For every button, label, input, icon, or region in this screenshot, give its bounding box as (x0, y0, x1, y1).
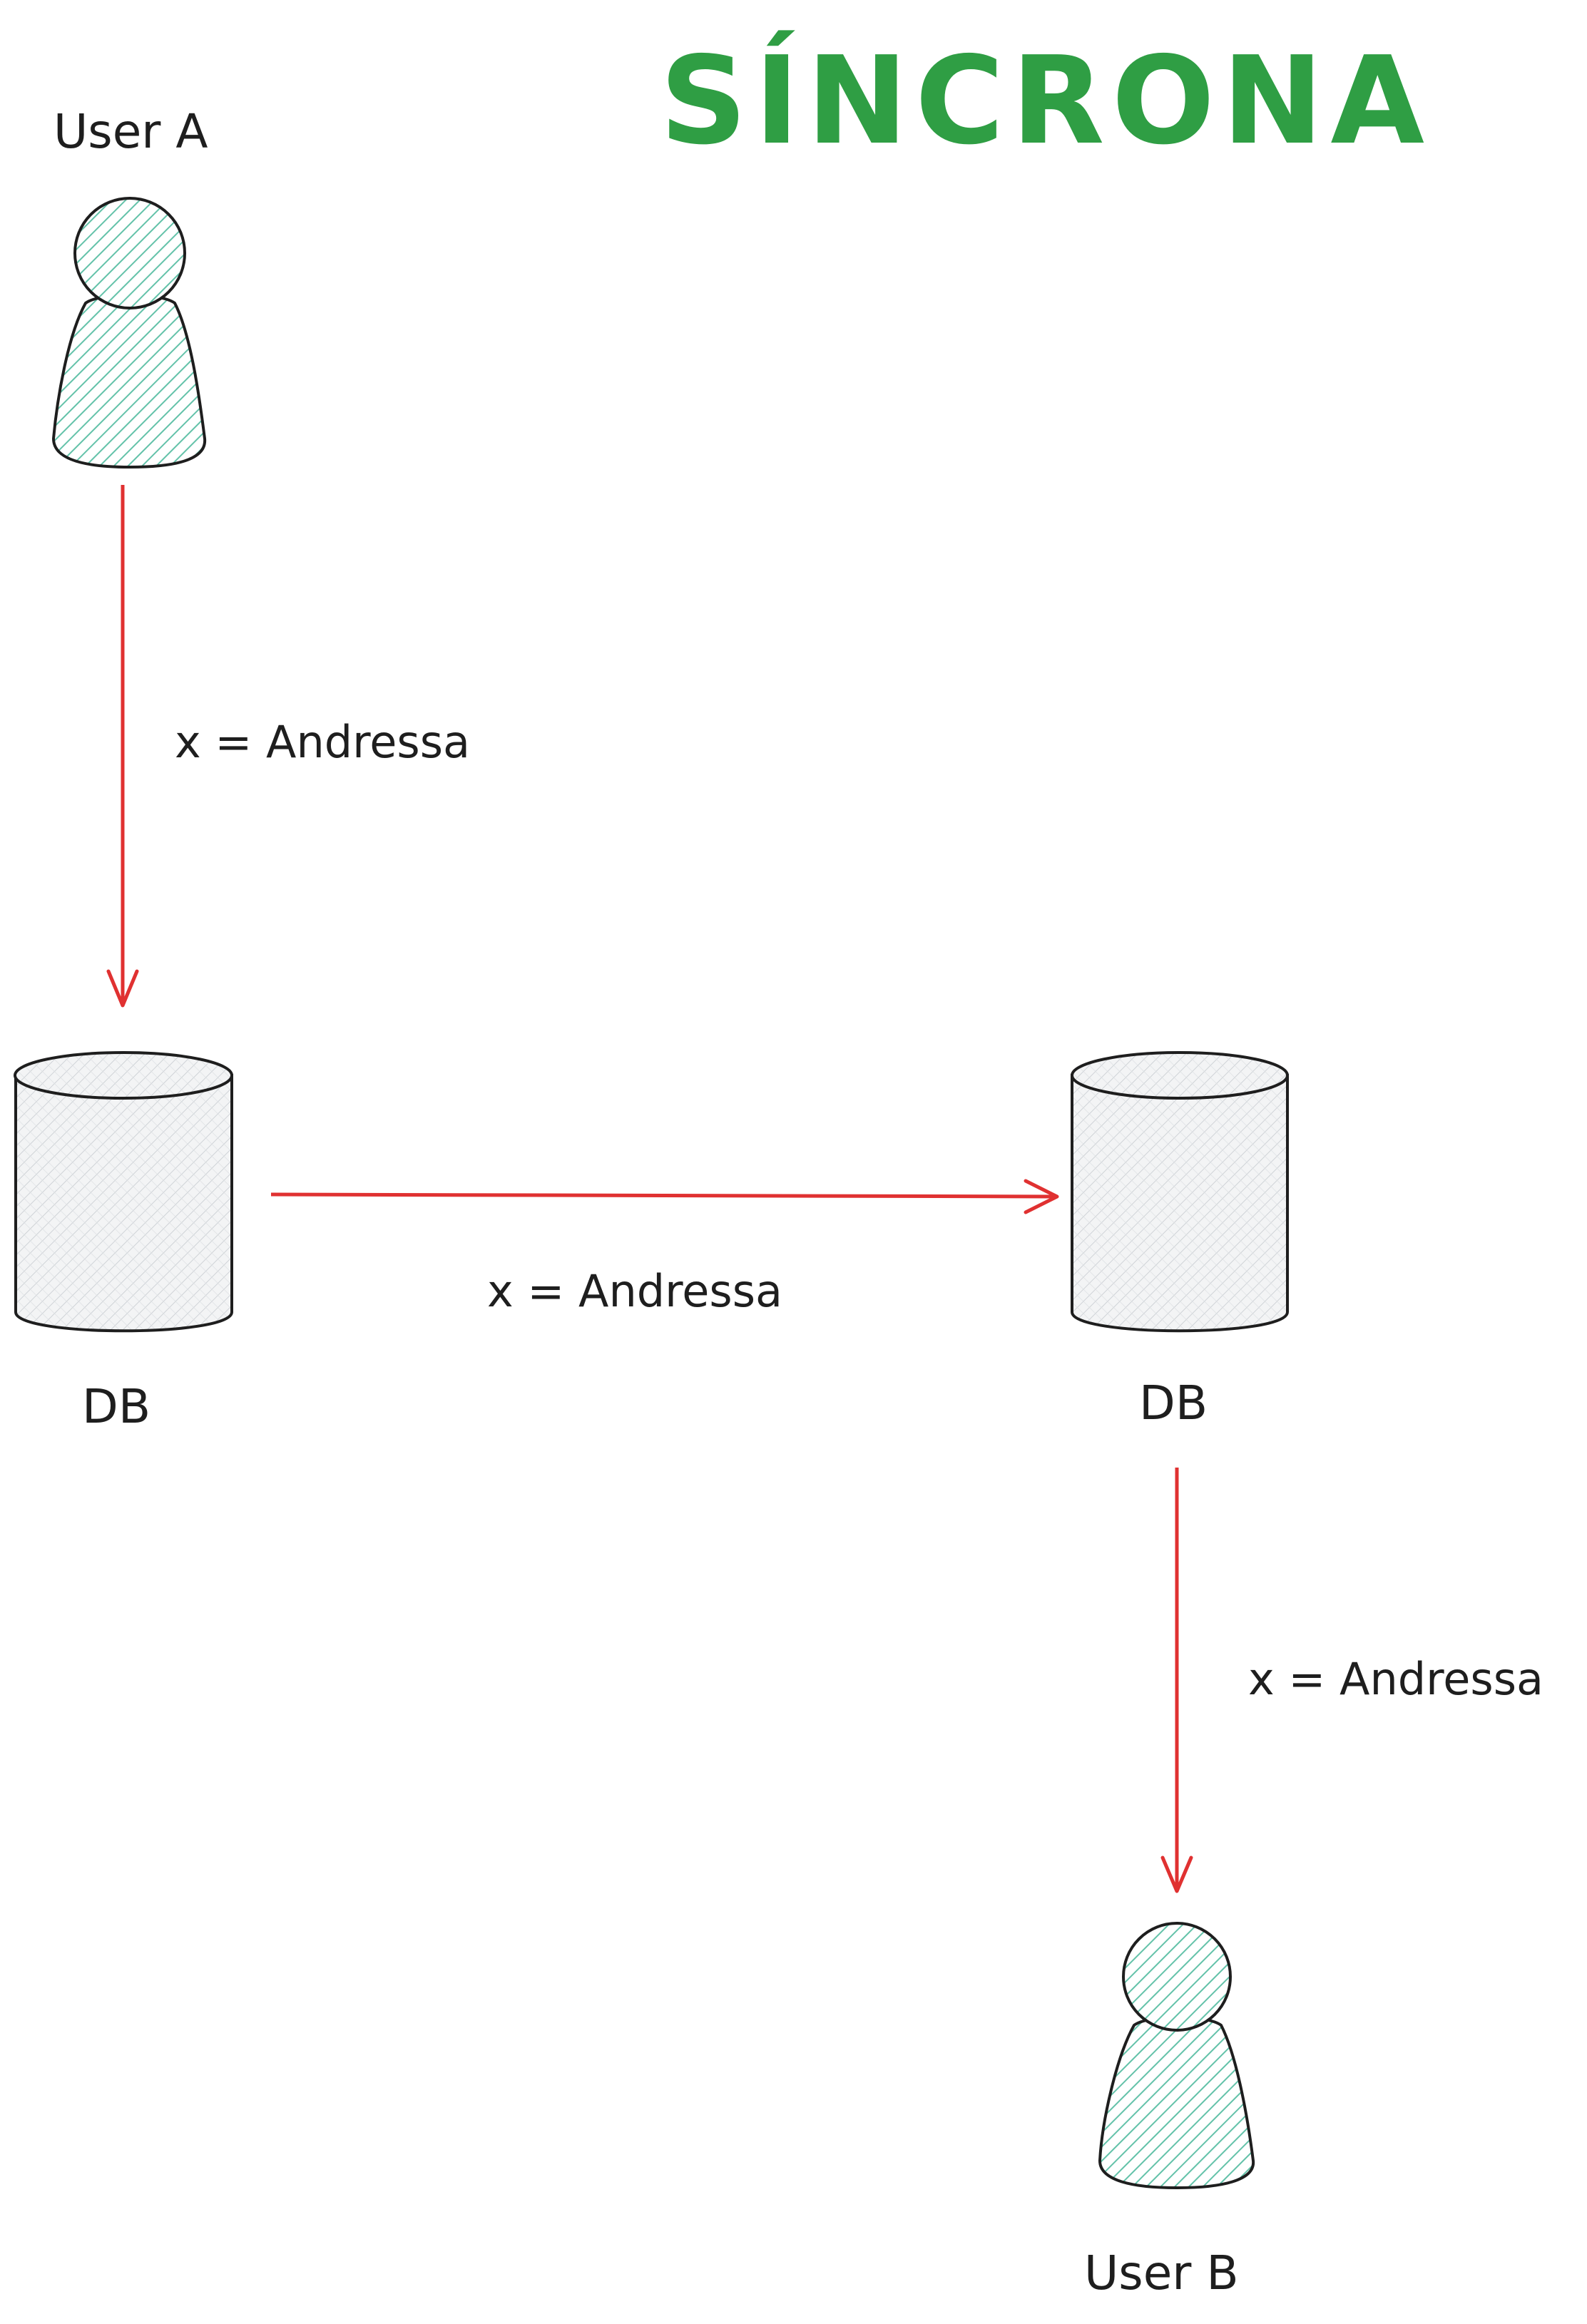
arrow-head (1160, 1855, 1193, 1893)
edge-db-right-to-user-b: x = Andressa (1160, 1468, 1543, 1893)
db-left-node[interactable]: DB (14, 1051, 233, 1434)
arrow-head (106, 969, 139, 1008)
database-icon (1071, 1051, 1289, 1333)
db-right-label: DB (1139, 1376, 1208, 1430)
user-a-node[interactable]: User A (51, 104, 208, 469)
db-right-node[interactable]: DB (1071, 1051, 1289, 1430)
edge-label: x = Andressa (487, 1265, 782, 1317)
user-icon (51, 197, 207, 469)
database-icon (14, 1051, 233, 1333)
arrow-head (1024, 1179, 1059, 1214)
arrow-line (270, 1192, 1056, 1199)
user-b-node[interactable]: User B (1084, 1922, 1255, 2300)
user-icon (1098, 1922, 1255, 2190)
edge-user-a-to-db-left: x = Andressa (106, 485, 470, 1008)
edge-db-left-to-db-right: x = Andressa (270, 1179, 1059, 1317)
user-b-label: User B (1084, 2246, 1239, 2300)
user-a-label: User A (53, 104, 208, 159)
db-left-label: DB (82, 1379, 150, 1434)
edge-label: x = Andressa (175, 716, 470, 768)
diagram-title: SÍNCRONA (660, 30, 1432, 172)
edge-label: x = Andressa (1248, 1653, 1543, 1705)
